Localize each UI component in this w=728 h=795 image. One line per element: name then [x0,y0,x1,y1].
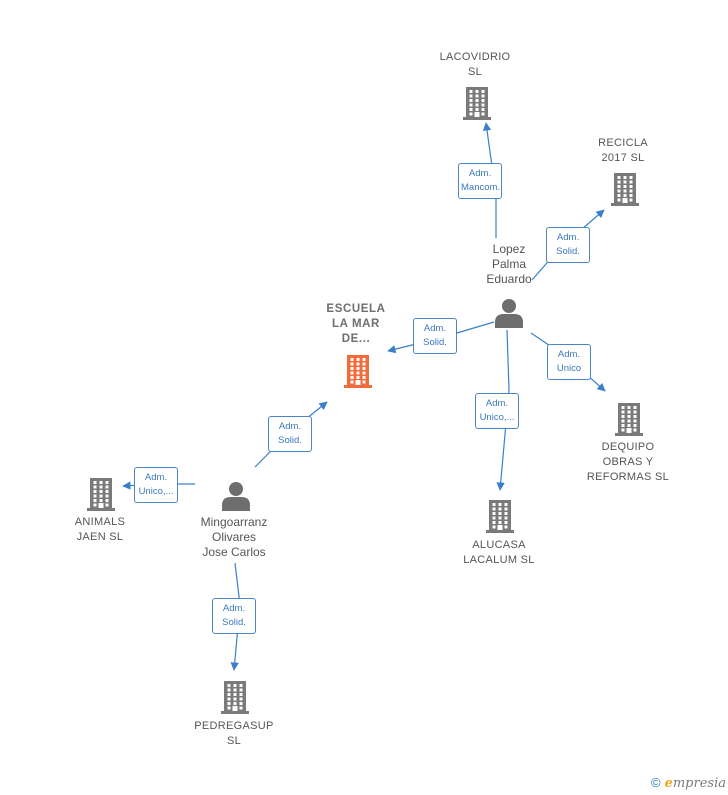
copyright-icon: © [650,775,661,790]
relation-label[interactable]: Adm. Solid. [413,318,457,354]
relation-label[interactable]: Adm. Unico [547,344,591,380]
relation-label[interactable]: Adm. Solid. [546,227,590,263]
building-icon[interactable] [87,477,115,516]
company-label-lacovidrio[interactable]: LACOVIDRIO SL [439,51,511,78]
building-icon[interactable] [486,499,514,538]
building-icon[interactable] [221,680,249,719]
relation-label[interactable]: Adm. Mancom. [458,163,502,199]
company-label-dequipo[interactable]: DEQUIPO OBRAS Y REFORMAS SL [586,441,670,483]
relation-label[interactable]: Adm. Solid. [212,598,256,634]
company-label-alucasa[interactable]: ALUCASA LACALUM SL [463,539,535,566]
relation-label[interactable]: Adm. Unico,... [475,393,519,429]
company-label-escuela[interactable]: ESCUELA LA MAR DE... [326,303,386,345]
relation-label[interactable]: Adm. Solid. [268,416,312,452]
company-label-pedregasup[interactable]: PEDREGASUP SL [194,720,274,747]
building-icon[interactable] [463,86,491,125]
building-icon[interactable] [615,402,643,441]
person-label-lopez[interactable]: Lopez Palma Eduardo [486,242,532,286]
building-icon[interactable] [611,172,639,211]
company-label-recicla[interactable]: RECICLA 2017 SL [598,137,648,164]
person-icon[interactable] [494,298,524,333]
building-icon[interactable] [344,354,372,393]
relation-label[interactable]: Adm. Unico,... [134,467,178,503]
footer: ©empresia [651,775,726,791]
relation-edge-lopez-alucasa [496,329,510,491]
person-label-mingo[interactable]: Mingoarranz Olivares Jose Carlos [200,515,268,559]
empresia-logo[interactable]: empresia [664,776,726,791]
company-label-animals[interactable]: ANIMALS JAEN SL [74,516,126,543]
person-icon[interactable] [221,481,251,516]
